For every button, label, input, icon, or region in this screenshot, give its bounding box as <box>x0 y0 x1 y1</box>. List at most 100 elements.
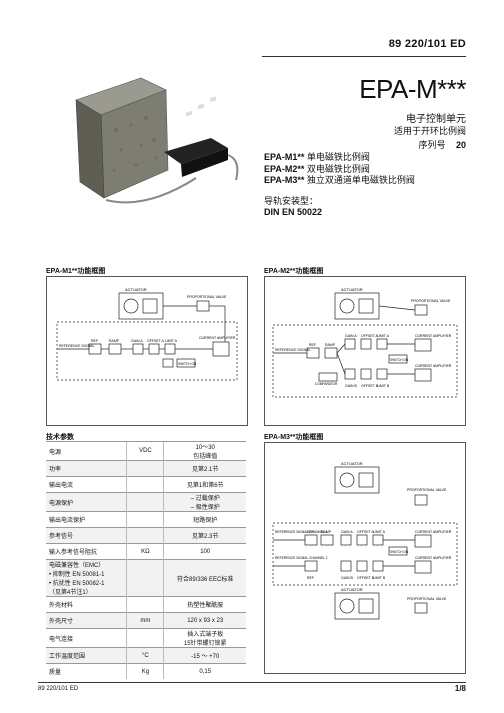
diagram-label: LIMIT A <box>373 530 386 534</box>
diagram-label: PROPORTIONAL VALVE <box>411 299 451 303</box>
diagram-label: SWITCH ON <box>178 362 197 366</box>
spec-unit <box>126 559 164 597</box>
spec-row: 参考信号 见第2.3节 <box>46 527 246 544</box>
diagram-label: RAMP <box>321 530 332 534</box>
model-item: EPA-M2** 双电磁铁比例阀 <box>264 163 370 174</box>
spec-name: 电源保护 <box>46 492 127 512</box>
spec-unit: °C <box>126 647 164 664</box>
spec-name: 输出电流保护 <box>46 511 127 528</box>
spec-value: 见第1和第6节 <box>163 476 246 493</box>
spec-value: – 过载保护 – 极性保护 <box>163 492 246 512</box>
spec-row: 外壳材料 热塑性聚酰胺 <box>46 596 246 613</box>
spec-value: -15 ～ +70 <box>163 647 246 664</box>
footer-rule <box>38 682 466 683</box>
diagram-label: PROPORTIONAL VALVE <box>187 295 227 299</box>
diagram-label: SWITCH ON <box>390 358 409 362</box>
diagram-label: PROPORTIONAL VALVE <box>407 488 447 492</box>
footer-doc-number: 89 220/101 ED <box>38 686 79 692</box>
diagram-label: REFERENCE SIGNAL <box>59 344 94 348</box>
spec-unit: VDC <box>126 441 164 461</box>
diagram-label: CURRENT AMPLIFIER <box>415 334 452 338</box>
diagram-label: OFFSET B <box>361 384 379 388</box>
diagram-label: REF <box>309 343 316 347</box>
mounting-line-2: DIN EN 50022 <box>264 207 323 217</box>
header-rule <box>262 56 466 57</box>
spec-unit <box>126 596 164 613</box>
diagram-label: GAIN A <box>131 339 143 343</box>
spec-value: 100 <box>163 543 246 560</box>
diagram-label: RAMP <box>109 339 120 343</box>
spec-value: 120 x 93 x 23 <box>163 612 246 629</box>
m3-diagram-title: EPA-M3**功能框图 <box>264 434 324 441</box>
spec-unit <box>126 511 164 528</box>
diagram-label: REFERENCE SIGNAL CHANNEL 1 <box>275 530 328 534</box>
product-model-title: EPA-M*** <box>359 74 466 104</box>
diagram-label: OFFSET A <box>147 339 165 343</box>
diagram-label: OFFSET A <box>357 530 375 534</box>
series-label: 序列号 <box>418 140 446 150</box>
diagram-label: REF <box>91 339 98 343</box>
spec-value: 插入式端子板 15针带螺钉锁紧 <box>163 628 246 648</box>
diagram-label: ACTUATOR <box>341 287 363 292</box>
diagram-label: SWITCH ON <box>390 550 409 554</box>
spec-name: 外壳尺寸 <box>46 612 127 629</box>
spec-name: 外壳材料 <box>46 596 127 613</box>
series-value: 20 <box>455 140 466 150</box>
diagram-label: PROPORTIONAL VALVE <box>407 597 447 601</box>
spec-row: 功率 见第2.1节 <box>46 460 246 477</box>
diagram-label: OFFSET A <box>361 334 379 338</box>
spec-name: 工作温度范围 <box>46 647 127 664</box>
spec-unit: mm <box>126 612 164 629</box>
spec-value: 见第2.1节 <box>163 460 246 477</box>
diagram-label: REFERENCE SIGNAL <box>275 348 310 352</box>
diagram-label: RAMP <box>325 343 336 347</box>
spec-unit <box>126 492 164 512</box>
title-line-1: 电子控制单元 <box>406 114 466 125</box>
m1-diagram: ACTUATOR PROPORTIONAL VALVE REFERENCE SI… <box>46 276 248 426</box>
spec-name: 输入参考信号阻抗 <box>46 543 127 560</box>
page-number: 1/8 <box>454 684 466 693</box>
spec-value: 见第2.3节 <box>163 527 246 544</box>
title-line-2: 适用于开环比例阀 <box>393 126 466 136</box>
spec-unit: Kg <box>126 663 164 679</box>
diagram-label: CURRENT AMPLIFIER <box>199 336 236 340</box>
spec-name: 电源 <box>46 441 127 461</box>
model-list: EPA-M1** 单电磁铁比例阀 EPA-M2** 双电磁铁比例阀 EPA-M3… <box>264 152 415 187</box>
diagram-label: REFERENCE SIGNAL CHANNEL 2 <box>275 556 328 560</box>
diagram-label: ACTUATOR <box>341 461 363 466</box>
diagram-label: LIMIT A <box>165 339 178 343</box>
spec-name: 参考信号 <box>46 527 127 544</box>
spec-unit <box>126 460 164 477</box>
diagram-label: LIMIT A <box>377 334 390 338</box>
spec-unit: KΩ <box>126 543 164 560</box>
document-number: 89 220/101 ED <box>388 38 466 50</box>
diagram-label: COMPARATOR <box>315 382 338 386</box>
diagram-label: GAIN A <box>345 334 357 338</box>
spec-unit <box>126 628 164 648</box>
diagram-label: REF <box>307 576 314 580</box>
spec-unit <box>126 527 164 544</box>
diagram-label: CURRENT AMPLIFIER <box>415 364 452 368</box>
mounting-info: 导轨安装型： DIN EN 50022 <box>264 196 322 218</box>
spec-value: 热塑性聚酰胺 <box>163 596 246 613</box>
tech-specs-title: 技术参数 <box>46 434 74 441</box>
model-item: EPA-M3** 独立双通道单电磁铁比例阀 <box>264 175 415 185</box>
diagram-label: GAIN A <box>341 530 353 534</box>
spec-unit <box>126 476 164 493</box>
model-item: EPA-M1** 单电磁铁比例阀 <box>264 152 370 162</box>
spec-name: 电气连接 <box>46 628 127 648</box>
diagram-label: CURRENT AMPLIFIER <box>415 556 452 560</box>
diagram-label: CURRENT AMPLIFIER <box>415 530 452 534</box>
diagram-label: OFFSET B <box>357 576 375 580</box>
spec-name: 功率 <box>46 460 127 477</box>
spec-name: 电磁兼容性（EMC） • 抑制性 EN 50081-1 • 抗扰性 EN 500… <box>46 559 127 597</box>
spec-row: 工作温度范围°C-15 ～ +70 <box>46 647 246 664</box>
spec-row: 输出电流见第1和第6节 <box>46 476 246 493</box>
spec-row: 输出电流保护短路保护 <box>46 511 246 528</box>
diagram-label: LIMIT B <box>373 576 386 580</box>
m2-diagram: ACTUATOR PROPORTIONAL VALVE REFERENCE SI… <box>264 276 466 426</box>
title-line-3: 序列号 20 <box>418 138 466 151</box>
